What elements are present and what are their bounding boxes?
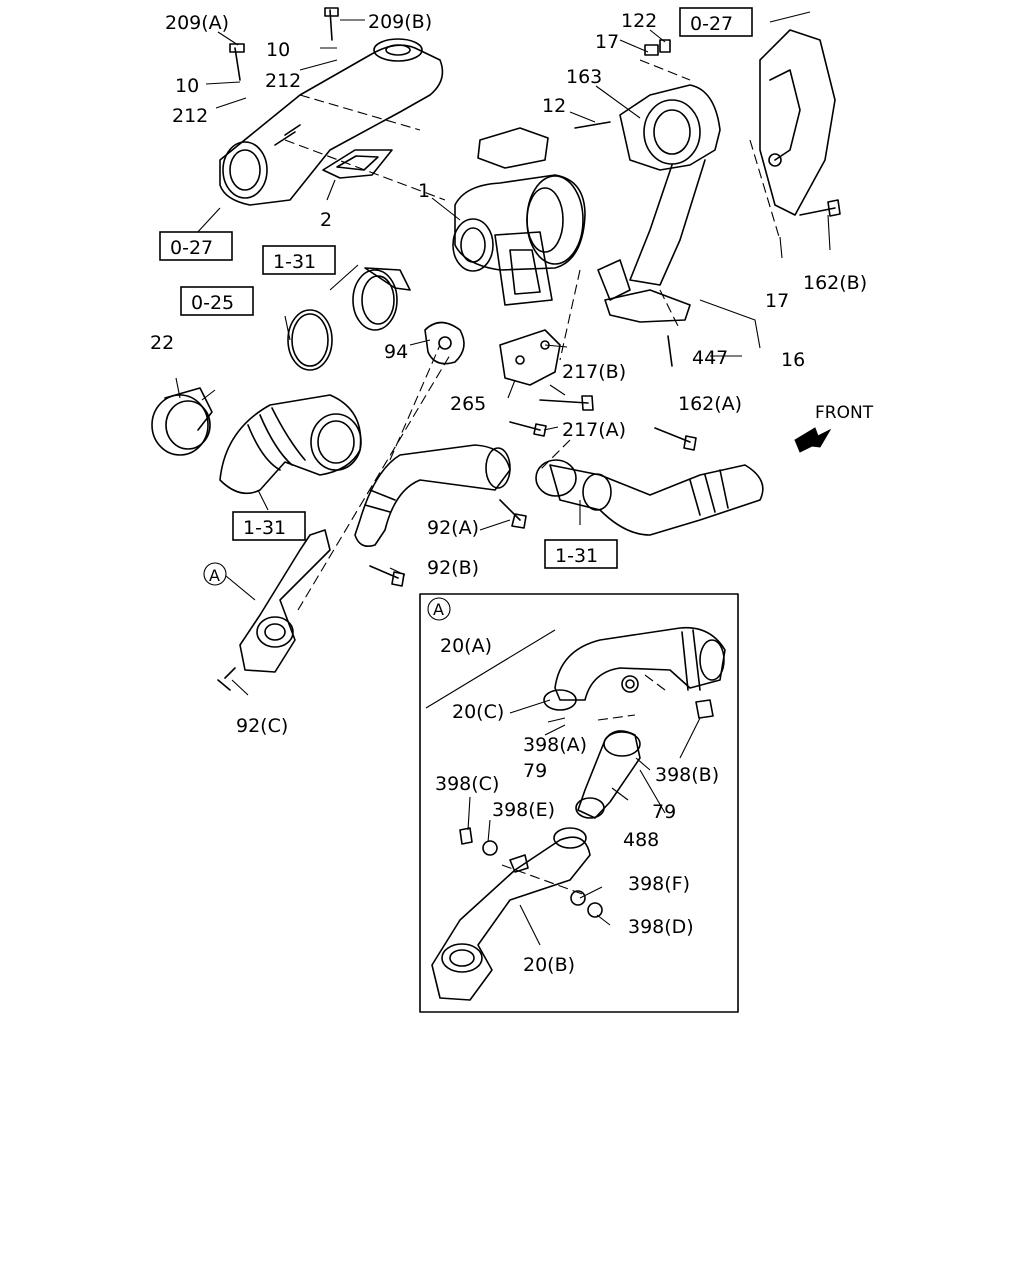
callout-209a: 209(A)	[165, 12, 229, 34]
callout-212a: 212	[265, 70, 301, 92]
o-ring-0-25	[287, 309, 333, 371]
detail-callout-398b: 398(B)	[655, 764, 719, 786]
bolt-set	[217, 7, 841, 691]
bracket-265	[499, 329, 561, 386]
detail-a-panel: A	[419, 593, 739, 1013]
svg-text:A: A	[209, 566, 220, 585]
detail-callout-398d: 398(D)	[628, 916, 694, 938]
heat-shield-bracket	[759, 29, 836, 216]
clamp-upper	[352, 267, 411, 331]
detail-callout-398f: 398(F)	[628, 873, 690, 895]
callout-2: 2	[320, 209, 332, 231]
turbine-elbow	[597, 84, 721, 323]
detail-callout-79b: 79	[652, 801, 676, 823]
intake-hose-right	[535, 459, 764, 536]
ref-box-0-27-top: 0-27	[679, 7, 753, 37]
svg-text:1-31: 1-31	[555, 545, 598, 567]
detail-marker-main: A	[203, 562, 256, 601]
front-label: FRONT	[815, 403, 874, 423]
callout-162b: 162(B)	[803, 272, 867, 294]
callout-10a: 10	[266, 39, 290, 61]
leader-lines	[175, 11, 831, 696]
ref-box-1-31-clamp: 1-31	[262, 245, 336, 275]
detail-callout-398e: 398(E)	[492, 799, 555, 821]
pipe-20b	[431, 827, 591, 1001]
callout-94: 94	[384, 341, 408, 363]
ref-box-0-27-left: 0-27	[159, 231, 233, 261]
ref-box-1-31-right: 1-31	[544, 539, 618, 569]
svg-text:0-27: 0-27	[170, 237, 213, 259]
callout-17a: 17	[595, 31, 619, 53]
callout-22: 22	[150, 332, 174, 354]
pipe-488	[575, 730, 641, 819]
callout-92b: 92(B)	[427, 557, 479, 579]
callout-212b: 212	[172, 105, 208, 127]
ref-box-0-25: 0-25	[180, 286, 254, 316]
callout-10b: 10	[175, 75, 199, 97]
gasket-2	[322, 149, 393, 179]
gasket-94	[424, 321, 465, 365]
detail-a-marker: A	[433, 600, 444, 619]
ref-box-1-31-hose: 1-31	[232, 511, 306, 541]
callout-217a: 217(A)	[562, 419, 626, 441]
svg-text:1-31: 1-31	[273, 251, 316, 273]
coolant-pipe-a	[239, 529, 331, 673]
routing-lines	[284, 59, 781, 611]
detail-callout-488: 488	[623, 829, 659, 851]
callout-447: 447	[692, 347, 728, 369]
callout-163: 163	[566, 66, 602, 88]
callout-217b: 217(B)	[562, 361, 626, 383]
detail-callout-20a: 20(A)	[440, 635, 492, 657]
detail-callout-398c: 398(C)	[435, 773, 499, 795]
front-arrow-icon	[794, 427, 832, 453]
callout-16: 16	[781, 349, 805, 371]
detail-fittings	[459, 675, 714, 918]
svg-text:0-25: 0-25	[191, 292, 234, 314]
svg-text:0-27: 0-27	[690, 13, 733, 35]
corrugated-hose	[219, 394, 362, 495]
callout-162a: 162(A)	[678, 393, 742, 415]
callout-209b: 209(B)	[368, 11, 432, 33]
inlet-adapter-22	[151, 387, 213, 456]
callout-1: 1	[418, 180, 430, 202]
callout-265: 265	[450, 393, 486, 415]
callout-122: 122	[621, 10, 657, 32]
detail-callout-20b: 20(B)	[523, 954, 575, 976]
detail-callout-398a: 398(A)	[523, 734, 587, 756]
detail-callout-79a: 79	[523, 760, 547, 782]
callout-12: 12	[542, 95, 566, 117]
exhaust-outlet-pipe	[219, 38, 444, 206]
svg-text:1-31: 1-31	[243, 517, 286, 539]
oil-pipe	[354, 444, 511, 548]
callout-92c: 92(C)	[236, 715, 288, 737]
pipe-20a	[543, 626, 726, 711]
detail-callout-20c: 20(C)	[452, 701, 504, 723]
callout-17b: 17	[765, 290, 789, 312]
turbocharger-body	[452, 127, 586, 306]
callout-92a: 92(A)	[427, 517, 479, 539]
